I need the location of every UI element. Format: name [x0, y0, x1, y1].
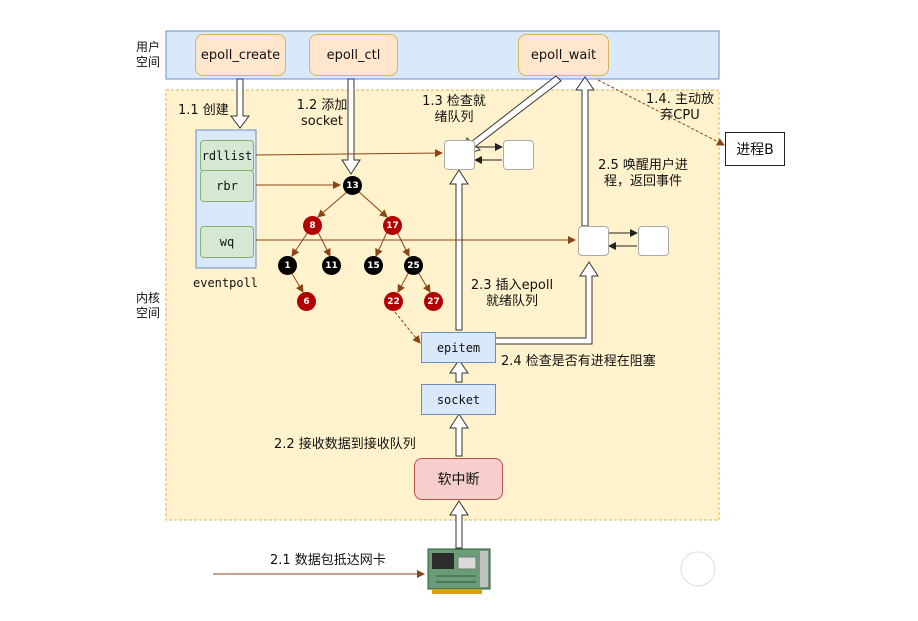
- step-2-2-label: 2.2 接收数据到接收队列: [274, 437, 416, 452]
- tree-node-1: 1: [278, 256, 297, 275]
- edge-17-15: [375, 231, 388, 257]
- edge-25-27: [417, 271, 431, 293]
- step-1-4-label: 1.4. 主动放弃CPU: [646, 92, 714, 123]
- wait-queue-item-2: [638, 226, 669, 256]
- epoll-ctl-box: epoll_ctl: [309, 34, 398, 76]
- epoll-wait-box: epoll_wait: [518, 34, 609, 76]
- softirq-box: 软中断: [414, 458, 503, 500]
- step-2-4-label: 2.4 检查是否有进程在阻塞: [501, 354, 656, 369]
- edge-8-11: [317, 231, 331, 257]
- arrow-insert-ready: [449, 169, 469, 331]
- step-2-1-label: 2.1 数据包抵达网卡: [270, 553, 386, 568]
- wait-queue-item-1: [578, 226, 609, 256]
- edge-8-1: [291, 231, 309, 257]
- arrow-node-epitem: [394, 311, 421, 344]
- eventpoll-label: eventpoll: [193, 276, 259, 290]
- tree-node-15: 15: [364, 256, 383, 275]
- edge-17-25: [396, 231, 410, 257]
- arrow-yield-cpu: [597, 79, 725, 146]
- wq-field: wq: [200, 226, 254, 258]
- ready-queue-item-1: [444, 140, 475, 170]
- user-space-label: 用户空间: [135, 40, 160, 69]
- process-b-box: 进程B: [725, 132, 785, 166]
- rbr-field: rbr: [200, 170, 254, 202]
- tree-node-8: 8: [303, 216, 322, 235]
- corner-circle: [680, 551, 716, 587]
- step-2-5-label: 2.5 唤醒用户进程，返回事件: [598, 158, 688, 189]
- tree-node-27: 27: [424, 292, 443, 311]
- ready-queue-item-2: [503, 140, 534, 170]
- arrow-nic-softirq: [449, 500, 469, 549]
- arrow-ctl: [341, 78, 361, 175]
- step-1-1-label: 1.1 创建: [178, 103, 229, 118]
- step-1-3-label: 1.3 检查就绪队列: [422, 94, 486, 125]
- arrow-create: [230, 78, 250, 129]
- arrow-wake-up: [575, 76, 595, 227]
- arrow-softirq-socket: [449, 413, 469, 457]
- arrow-rdllist: [255, 149, 443, 158]
- kernel-space-label: 内核空间: [135, 291, 160, 320]
- tree-node-17: 17: [383, 216, 402, 235]
- edge-1-6: [290, 271, 304, 293]
- edge-13-17: [357, 190, 388, 218]
- tree-node-6: 6: [297, 292, 316, 311]
- socket-box: socket: [421, 384, 496, 415]
- arrow-check-block: [487, 261, 599, 345]
- tree-node-25: 25: [404, 256, 423, 275]
- nic-card-image: [427, 548, 491, 594]
- edge-13-8: [317, 190, 349, 218]
- tree-node-13: 13: [343, 176, 362, 195]
- edge-25-22: [397, 271, 410, 293]
- kernel-space-band: [165, 89, 720, 521]
- rdllist-field: rdllist: [200, 140, 254, 172]
- arrow-socket-epitem: [449, 359, 469, 383]
- tree-node-22: 22: [384, 292, 403, 311]
- epitem-box: epitem: [421, 332, 496, 363]
- tree-node-11: 11: [322, 256, 341, 275]
- epoll-create-box: epoll_create: [195, 34, 286, 76]
